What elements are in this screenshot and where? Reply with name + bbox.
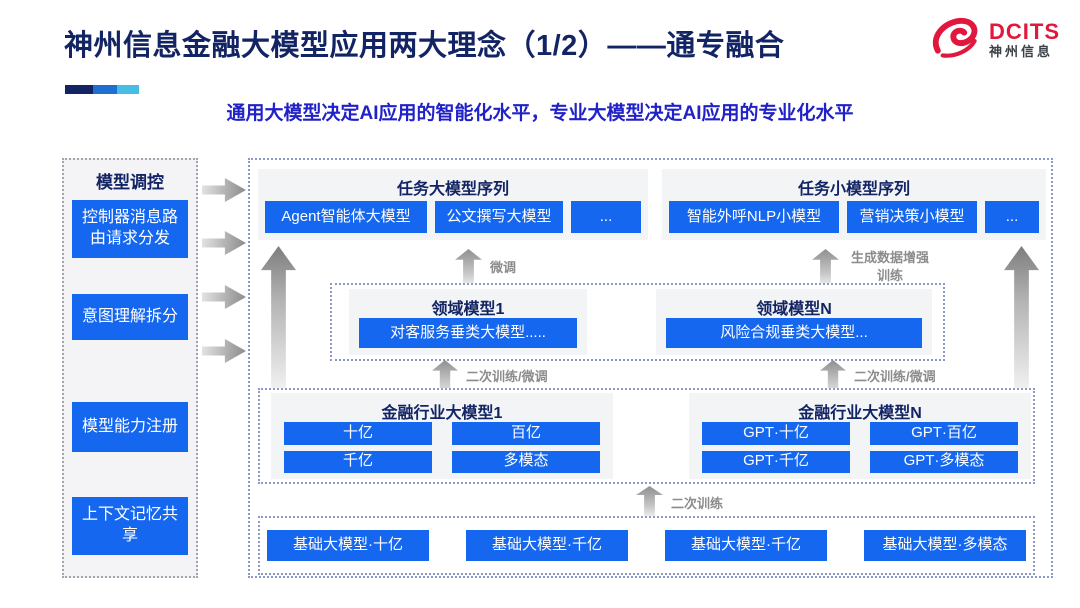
group-title: 领域模型N: [756, 301, 832, 318]
domain-model-group-1: 领域模型1 对客服务垂类大模型.....: [349, 289, 587, 355]
accent-segment-blue: [93, 85, 117, 94]
group-title: 金融行业大模型1: [381, 405, 503, 422]
model-chip-base-1b: 基础大模型·十亿: [267, 530, 429, 561]
model-chip-100b: 千亿: [284, 450, 432, 473]
base-model-row: 基础大模型·十亿 基础大模型·千亿 基础大模型·千亿 基础大模型·多模态: [267, 530, 1026, 561]
task-small-model-group: 任务小模型序列 智能外呼NLP小模型 营销决策小模型 ...: [662, 169, 1046, 240]
sidebar-item-intent-split: 意图理解拆分: [72, 294, 188, 340]
label-retrain-finetune: 二次训练/微调: [466, 369, 548, 384]
model-chip-gpt-1b: GPT·十亿: [702, 422, 850, 445]
industry-model-group-n: 金融行业大模型N GPT·十亿 GPT·百亿 GPT·千亿 GPT·多模态: [689, 393, 1031, 479]
model-chip-row: Agent智能体大模型 公文撰写大模型 ...: [265, 201, 641, 233]
dcits-logo: DCITS 神州信息: [928, 14, 1060, 65]
model-chip-grid: GPT·十亿 GPT·百亿 GPT·千亿 GPT·多模态: [702, 422, 1018, 473]
model-chip-base-100b: 基础大模型·千亿: [466, 530, 628, 561]
model-chip-agent: Agent智能体大模型: [265, 201, 427, 233]
flow-arrow-right-icon: [202, 231, 246, 255]
sidebar-item-capability-registry: 模型能力注册: [72, 402, 188, 452]
task-large-model-group: 任务大模型序列 Agent智能体大模型 公文撰写大模型 ...: [258, 169, 648, 240]
model-chip-gpt-multimodal: GPT·多模态: [870, 450, 1018, 473]
model-chip-10b: 百亿: [452, 422, 600, 445]
sidebar-title: 模型调控: [96, 173, 164, 192]
model-chip-multimodal: 多模态: [452, 450, 600, 473]
model-chip-customer-service: 对客服务垂类大模型.....: [359, 318, 577, 348]
model-chip-doc-writing: 公文撰写大模型: [435, 201, 563, 233]
slide-subtitle: 通用大模型决定AI应用的智能化水平，专业大模型决定AI应用的专业化水平: [226, 103, 854, 124]
label-retrain-finetune: 二次训练/微调: [854, 369, 936, 384]
model-chip-marketing: 营销决策小模型: [847, 201, 977, 233]
model-chip-gpt-100b: GPT·千亿: [702, 450, 850, 473]
logo-swirl-icon: [928, 14, 982, 65]
group-title: 任务小模型序列: [797, 181, 910, 198]
page-title: 神州信息金融大模型应用两大理念（1/2）——通专融合: [64, 30, 785, 62]
logo-text-cn: 神州信息: [989, 43, 1054, 59]
model-chip-ellipsis: ...: [985, 201, 1039, 233]
model-chip-base-multimodal: 基础大模型·多模态: [864, 530, 1026, 561]
model-chip-base-100b-2: 基础大模型·千亿: [665, 530, 827, 561]
sidebar-item-message-router: 控制器消息路由请求分发: [72, 200, 188, 258]
flow-arrow-right-icon: [202, 339, 246, 363]
sidebar-item-context-memory: 上下文记忆共享: [72, 497, 188, 555]
flow-arrow-right-icon: [202, 178, 246, 202]
label-line: 生成数据增强: [850, 250, 929, 265]
accent-segment-navy: [65, 85, 93, 94]
label-line: 训练: [876, 267, 903, 283]
group-title: 任务大模型序列: [396, 181, 509, 198]
logo-text-en: DCITS: [989, 19, 1060, 45]
domain-model-group-n: 领域模型N 风险合规垂类大模型...: [656, 289, 932, 355]
model-chip-row: 智能外呼NLP小模型 营销决策小模型 ...: [669, 201, 1039, 233]
logo-wordmark: DCITS 神州信息: [989, 19, 1060, 59]
label-finetune: 微调: [490, 260, 517, 275]
flow-arrow-right-icon: [202, 285, 246, 309]
accent-segment-cyan: [117, 85, 139, 94]
model-chip-1b: 十亿: [284, 422, 432, 445]
label-retrain: 二次训练: [671, 496, 724, 511]
model-chip-gpt-10b: GPT·百亿: [870, 422, 1018, 445]
model-control-panel: 模型调控 控制器消息路由请求分发 意图理解拆分 模型能力注册 上下文记忆共享: [62, 158, 198, 578]
model-chip-grid: 十亿 百亿 千亿 多模态: [284, 422, 600, 473]
group-title: 领域模型1: [431, 301, 505, 318]
industry-model-group-1: 金融行业大模型1 十亿 百亿 千亿 多模态: [271, 393, 613, 479]
model-chip-outbound-nlp: 智能外呼NLP小模型: [669, 201, 839, 233]
label-gen-data-augment: 生成数据增强 训练: [845, 249, 935, 284]
model-chip-ellipsis: ...: [571, 201, 641, 233]
model-chip-risk-compliance: 风险合规垂类大模型...: [666, 318, 922, 348]
group-title: 金融行业大模型N: [798, 405, 922, 422]
title-accent-bar: [65, 85, 139, 94]
